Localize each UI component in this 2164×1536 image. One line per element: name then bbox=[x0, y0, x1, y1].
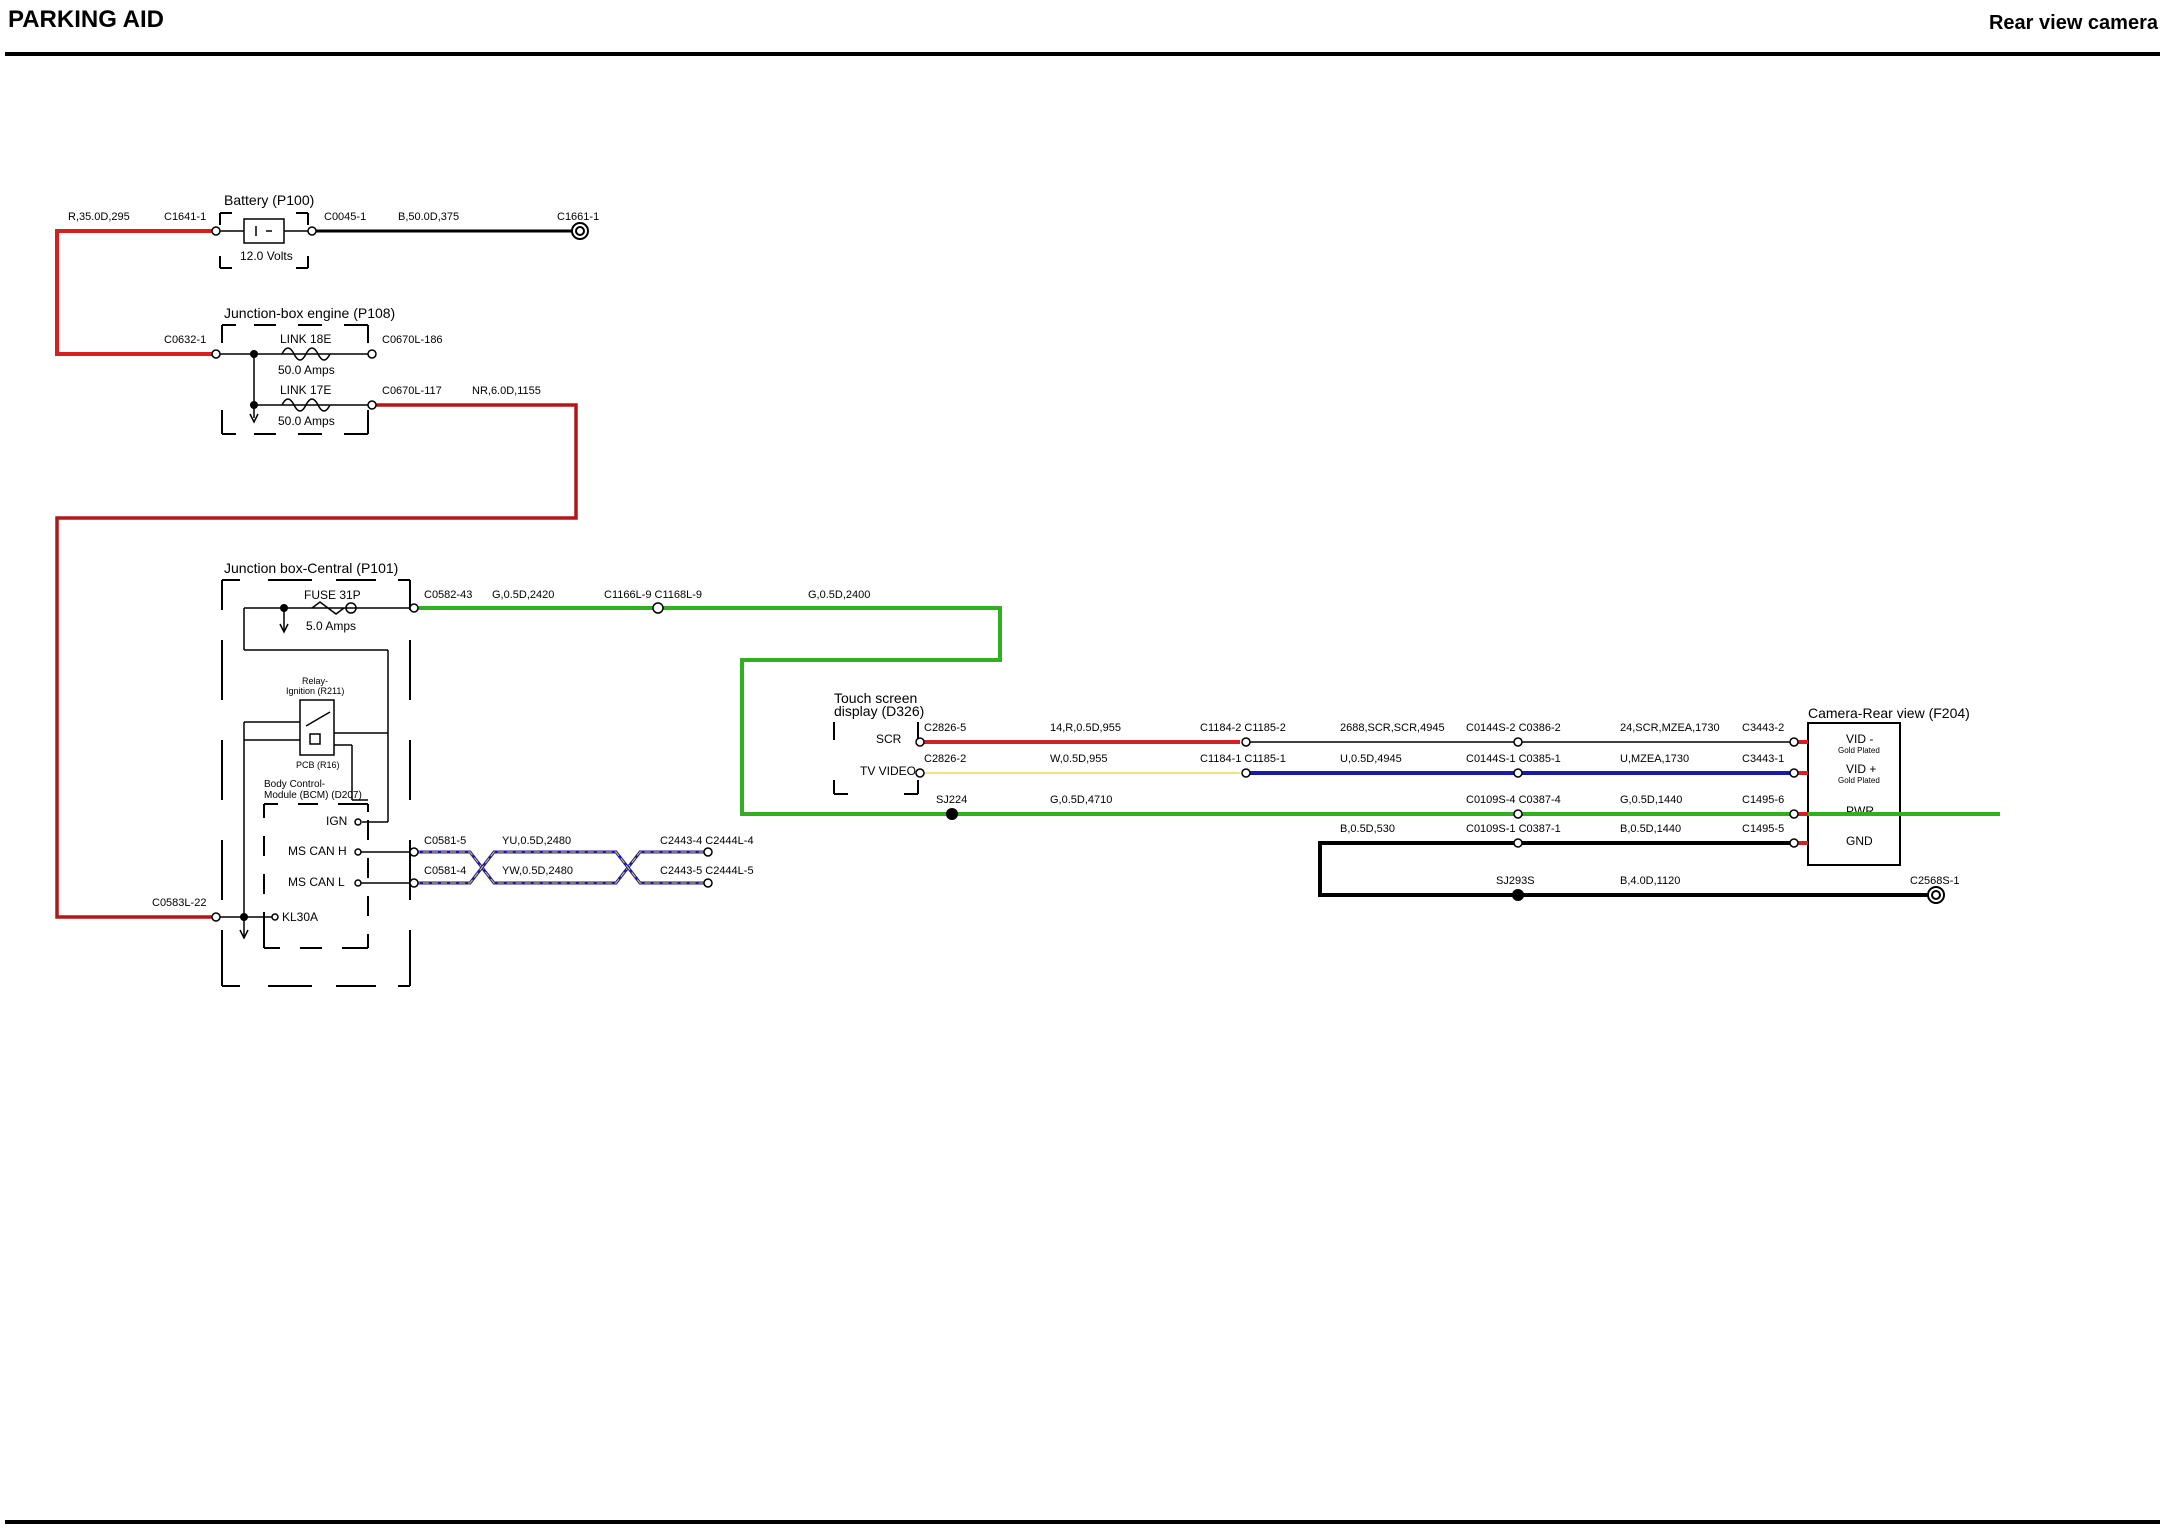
wire-label-24scr: 24,SCR,MZEA,1730 bbox=[1620, 722, 1720, 734]
conn-c0581-4: C0581-4 bbox=[424, 865, 466, 877]
bcm-label: Body Control- bbox=[264, 779, 325, 790]
splice-sj224 bbox=[946, 808, 958, 820]
conn-c3443-1: C3443-1 bbox=[1742, 753, 1784, 765]
conn-c0670-186: C0670L-186 bbox=[382, 334, 443, 346]
wire-label-g4710: G,0.5D,4710 bbox=[1050, 794, 1112, 806]
wire-label-g2400: G,0.5D,2400 bbox=[808, 589, 870, 601]
conn-c2568: C2568S-1 bbox=[1910, 875, 1960, 887]
wire-label-b1440: B,0.5D,1440 bbox=[1620, 823, 1681, 835]
bcm-label-2: Module (BCM) (D207) bbox=[264, 790, 362, 801]
link-18e-label: LINK 18E bbox=[280, 332, 331, 346]
conn-c1495-5: C1495-5 bbox=[1742, 823, 1784, 835]
fuse-31p-label: FUSE 31P bbox=[304, 588, 361, 602]
touch-screen-title-2: display (D326) bbox=[834, 703, 924, 719]
conn-c0109-1: C0109S-1 C0387-1 bbox=[1466, 823, 1561, 835]
camera-gold-2: Gold Plated bbox=[1838, 776, 1880, 785]
conn-c0045: C0045-1 bbox=[324, 211, 366, 223]
conn-c1166: C1166L-9 C1168L-9 bbox=[604, 589, 702, 601]
wire-b530 bbox=[1318, 841, 1928, 897]
link-17e-icon bbox=[281, 398, 331, 412]
conn-c0670-117: C0670L-117 bbox=[382, 385, 442, 397]
wire-label-u4945: U,0.5D,4945 bbox=[1340, 753, 1402, 765]
wire-label-2688: 2688,SCR,SCR,4945 bbox=[1340, 722, 1445, 734]
wire-g2420 bbox=[414, 606, 2000, 816]
pcb-label: PCB (R16) bbox=[296, 760, 340, 770]
conn-sj293: SJ293S bbox=[1496, 875, 1535, 887]
battery-title: Battery (P100) bbox=[224, 192, 314, 208]
conn-c0581-5: C0581-5 bbox=[424, 835, 466, 847]
wire-r35 bbox=[55, 229, 214, 356]
wire-label-b530: B,0.5D,530 bbox=[1340, 823, 1395, 835]
camera-vid-minus: VID - bbox=[1846, 732, 1873, 746]
wire-nr6 bbox=[55, 403, 578, 919]
wire-label-yu2480: YU,0.5D,2480 bbox=[502, 835, 571, 847]
camera-vid-plus: VID + bbox=[1846, 762, 1876, 776]
conn-c0583: C0583L-22 bbox=[152, 897, 206, 909]
relay-label-2: Ignition (R211) bbox=[286, 686, 344, 696]
scr-label: SCR bbox=[876, 732, 902, 746]
relay-icon bbox=[299, 699, 335, 756]
camera-block: Camera-Rear view (F204) VID - Gold Plate… bbox=[1807, 705, 1970, 866]
conn-c0144-2: C0144S-2 C0386-2 bbox=[1466, 722, 1561, 734]
camera-gold-1: Gold Plated bbox=[1838, 746, 1880, 755]
battery-block: Battery (P100) 12.0 Volts bbox=[218, 192, 314, 269]
camera-title: Camera-Rear view (F204) bbox=[1808, 705, 1970, 721]
conn-c2826-5: C2826-5 bbox=[924, 722, 966, 734]
tv-video-label: TV VIDEO bbox=[860, 764, 916, 778]
wire-label-g1440: G,0.5D,1440 bbox=[1620, 794, 1682, 806]
junction-engine-title: Junction-box engine (P108) bbox=[224, 305, 395, 321]
conn-c0632: C0632-1 bbox=[164, 334, 206, 346]
conn-c3443-2: C3443-2 bbox=[1742, 722, 1784, 734]
splice-sj293 bbox=[1512, 889, 1524, 901]
link-17e-label: LINK 17E bbox=[280, 383, 331, 397]
page-title: PARKING AID bbox=[8, 6, 164, 33]
ign-label: IGN bbox=[326, 814, 347, 828]
touch-screen-block: Touch screen display (D326) SCR TV VIDEO bbox=[833, 690, 924, 795]
conn-c0144-1: C0144S-1 C0385-1 bbox=[1466, 753, 1561, 765]
conn-c1641: C1641-1 bbox=[164, 211, 206, 223]
battery-rating: 12.0 Volts bbox=[240, 249, 293, 263]
conn-c1495-6: C1495-6 bbox=[1742, 794, 1784, 806]
fuse-31p-icon bbox=[311, 601, 357, 615]
wire-label-umzea: U,MZEA,1730 bbox=[1620, 753, 1689, 765]
wire-label-b50: B,50.0D,375 bbox=[398, 211, 459, 223]
wire-label-nr6: NR,6.0D,1155 bbox=[472, 385, 541, 397]
wire-label-g2420: G,0.5D,2420 bbox=[492, 589, 554, 601]
battery-icon bbox=[243, 218, 285, 244]
conn-sj224: SJ224 bbox=[936, 794, 967, 806]
camera-gnd: GND bbox=[1846, 834, 1873, 848]
kl30a-label: KL30A bbox=[282, 910, 318, 924]
fuse-31p-rating: 5.0 Amps bbox=[306, 619, 356, 633]
touch-screen-title: Touch screen bbox=[834, 690, 917, 706]
page-subtitle: Rear view camera bbox=[1988, 12, 2158, 34]
conn-c1184-1: C1184-1 C1185-1 bbox=[1200, 753, 1286, 765]
wire-label-b4: B,4.0D,1120 bbox=[1620, 875, 1680, 887]
wire-label-w955: W,0.5D,955 bbox=[1050, 753, 1107, 765]
ms-can-h-label: MS CAN H bbox=[288, 844, 347, 858]
conn-c2443-5: C2443-5 C2444L-5 bbox=[660, 865, 754, 877]
ms-can-l-label: MS CAN L bbox=[288, 875, 345, 889]
junction-engine-block: Junction-box engine (P108) LINK 18E 50.0… bbox=[218, 305, 395, 435]
can-twisted-pair bbox=[414, 850, 706, 885]
conn-c1661: C1661-1 bbox=[557, 211, 599, 223]
camera-icon bbox=[1807, 722, 1901, 866]
wire-label-14r: 14,R,0.5D,955 bbox=[1050, 722, 1121, 734]
wire-label-yw2480: YW,0.5D,2480 bbox=[502, 865, 573, 877]
wire-label-r35: R,35.0D,295 bbox=[68, 211, 130, 223]
connector-symbols bbox=[211, 226, 1799, 922]
conn-c0582: C0582-43 bbox=[424, 589, 472, 601]
relay-label: Relay- bbox=[302, 676, 328, 686]
junction-central-title: Junction box-Central (P101) bbox=[224, 560, 398, 576]
ground-symbols bbox=[571, 222, 1945, 904]
conn-c1184-2: C1184-2 C1185-2 bbox=[1200, 722, 1286, 734]
link-18e-icon bbox=[281, 347, 331, 361]
link-18e-rating: 50.0 Amps bbox=[278, 363, 335, 377]
junction-central-block: Junction box-Central (P101) FUSE 31P 5.0… bbox=[216, 560, 414, 987]
conn-c0109-4: C0109S-4 C0387-4 bbox=[1466, 794, 1561, 806]
conn-c2826-2: C2826-2 bbox=[924, 753, 966, 765]
link-17e-rating: 50.0 Amps bbox=[278, 414, 335, 428]
conn-c2443-4: C2443-4 C2444L-4 bbox=[660, 835, 754, 847]
